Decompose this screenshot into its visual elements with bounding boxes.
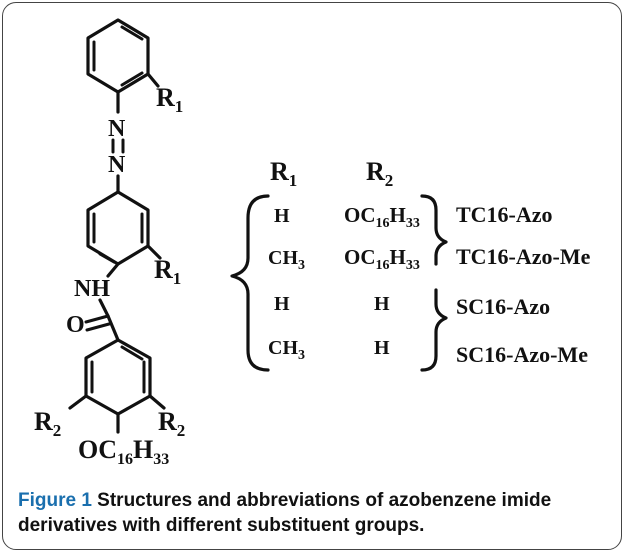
azo-n-top: N xyxy=(108,116,126,142)
middle-benzene-ring xyxy=(86,190,150,266)
row4-r2: H xyxy=(374,337,390,359)
row3-r2: H xyxy=(374,293,390,315)
figure-frame xyxy=(2,2,622,550)
right-brace-bottom xyxy=(420,288,448,372)
row2-r1: CH3 xyxy=(268,247,305,273)
row4-name: SC16-Azo-Me xyxy=(456,342,588,367)
left-r2-bond xyxy=(68,394,88,410)
header-r2: R2 xyxy=(366,157,393,190)
middle-r1-label: R1 xyxy=(154,255,181,288)
row3-name: SC16-Azo xyxy=(456,294,550,319)
row1-r1: H xyxy=(274,205,290,227)
carbonyl-double-b xyxy=(85,322,111,332)
caption-lead: Figure 1 xyxy=(18,490,92,511)
caption-text: Structures and abbreviations of azobenze… xyxy=(18,490,552,536)
azo-n-bottom: N xyxy=(108,152,126,178)
top-r1-bond xyxy=(146,72,160,88)
top-benzene-ring xyxy=(86,18,150,94)
row3-r1: H xyxy=(274,293,290,315)
carbonyl-o-label: O xyxy=(66,312,85,338)
row1-name: TC16-Azo xyxy=(456,202,553,227)
right-brace-top xyxy=(420,194,448,266)
nh-carbon-bond xyxy=(98,298,110,318)
top-r1-label: R1 xyxy=(156,83,183,116)
amide-nh-label: NH xyxy=(74,276,110,302)
row4-r1: CH3 xyxy=(268,337,305,363)
row2-name: TC16-Azo-Me xyxy=(456,244,591,269)
left-r2-label: R2 xyxy=(34,407,61,440)
carbonyl-ring-bond xyxy=(106,314,120,342)
right-r2-label: R2 xyxy=(158,407,185,440)
right-r2-bond xyxy=(148,394,166,410)
alkoxy-label: OC16H33 xyxy=(78,435,169,468)
middle-r1-bond xyxy=(146,244,162,260)
row2-r2: OC16H33 xyxy=(344,245,420,273)
carbonyl-double-a xyxy=(84,314,110,324)
figure-caption: Figure 1 Structures and abbreviations of… xyxy=(18,488,608,538)
header-r1: R1 xyxy=(270,157,297,190)
ring-nh-bond xyxy=(106,262,120,278)
chemical-structure-diagram: R1 N N R1 NH O R2 R2 OC16H33 R1 R2 xyxy=(34,18,591,468)
bottom-benzene-ring xyxy=(84,338,152,416)
left-brace xyxy=(230,194,270,372)
row1-r2: OC16H33 xyxy=(344,203,420,231)
